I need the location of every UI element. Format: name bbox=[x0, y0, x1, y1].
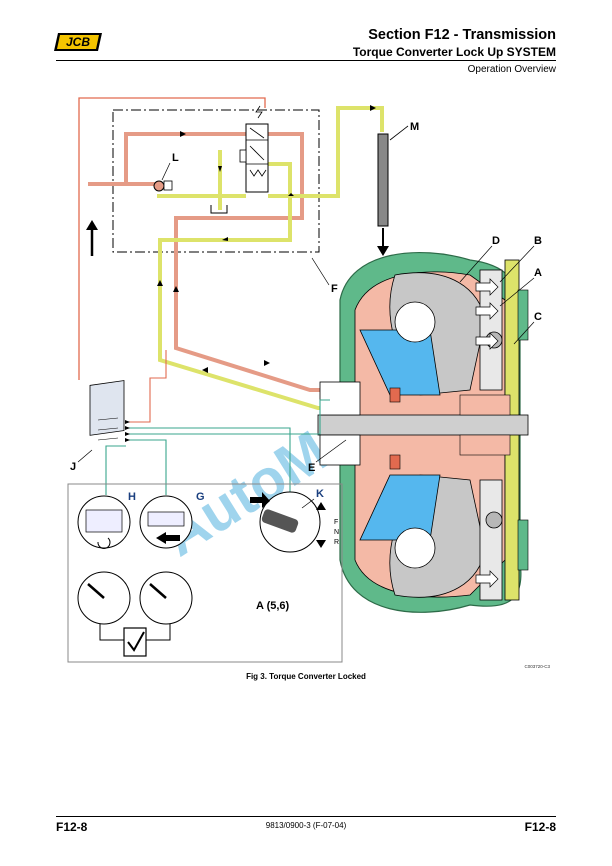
figure-caption: Fig 3. Torque Converter Locked bbox=[246, 672, 366, 681]
footer-page-left: F12-8 bbox=[56, 820, 88, 834]
footer-rule bbox=[56, 816, 556, 817]
callout-a: A bbox=[534, 267, 542, 279]
selector-mark-r: R bbox=[334, 539, 339, 546]
pressure-switch-l bbox=[153, 180, 165, 192]
jcb-logo: JCB bbox=[54, 33, 102, 51]
callout-g: G bbox=[196, 491, 205, 503]
page-topic: Operation Overview bbox=[467, 64, 556, 75]
selector-mark-f: F bbox=[334, 519, 338, 526]
valve-block-outline bbox=[112, 109, 320, 253]
ecu-j bbox=[89, 380, 125, 436]
solenoid-valve bbox=[245, 123, 269, 193]
input-shaft bbox=[317, 414, 529, 436]
footer-page-right: F12-8 bbox=[524, 820, 556, 834]
callout-k: K bbox=[316, 488, 324, 500]
cooler-hose bbox=[377, 133, 389, 227]
callout-f: F bbox=[331, 283, 338, 295]
footer-doc-number: 9813/0900-3 (F-07-04) bbox=[265, 821, 347, 830]
callout-e: E bbox=[308, 462, 315, 474]
figure-code: C003720-C3 bbox=[524, 664, 550, 669]
callout-l: L bbox=[172, 152, 179, 164]
callout-h: H bbox=[128, 491, 136, 503]
callout-j: J bbox=[70, 461, 76, 473]
section-subtitle: Torque Converter Lock Up SYSTEM bbox=[352, 45, 556, 59]
check-box bbox=[123, 627, 147, 657]
logo-text: JCB bbox=[66, 35, 90, 49]
selector-mark-n: N bbox=[334, 529, 339, 536]
header-rule bbox=[56, 60, 556, 61]
callout-d: D bbox=[492, 235, 500, 247]
callout-m: M bbox=[410, 121, 419, 133]
group-label: A (5,6) bbox=[256, 600, 290, 612]
input-panel bbox=[67, 483, 343, 663]
section-title: Section F12 - Transmission bbox=[368, 27, 556, 43]
callout-b: B bbox=[534, 235, 542, 247]
callout-c: C bbox=[534, 311, 542, 323]
